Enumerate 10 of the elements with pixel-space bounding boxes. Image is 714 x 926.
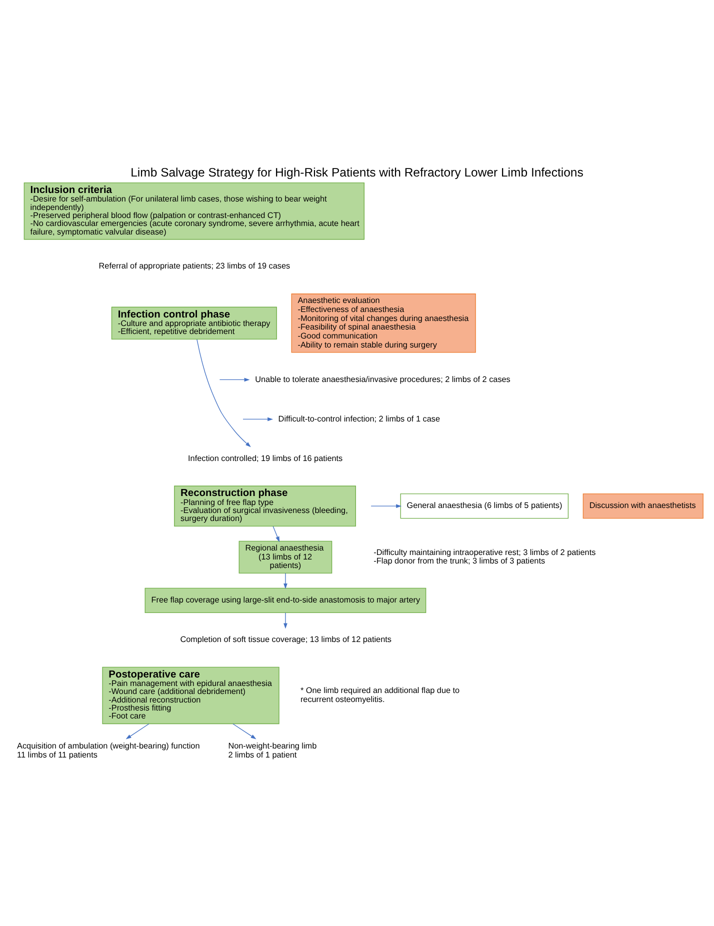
arrow — [370, 504, 402, 508]
diagram-title: Limb Salvage Strategy for High-Risk Patients with Refractory Lower Limb Infections — [130, 164, 584, 179]
arrow — [284, 612, 288, 628]
arrow — [284, 572, 288, 588]
arrow — [196, 338, 251, 447]
arrow — [232, 723, 256, 739]
arrow — [242, 416, 274, 421]
arrow — [219, 377, 250, 382]
arrow — [126, 723, 150, 739]
arrow — [272, 526, 280, 542]
